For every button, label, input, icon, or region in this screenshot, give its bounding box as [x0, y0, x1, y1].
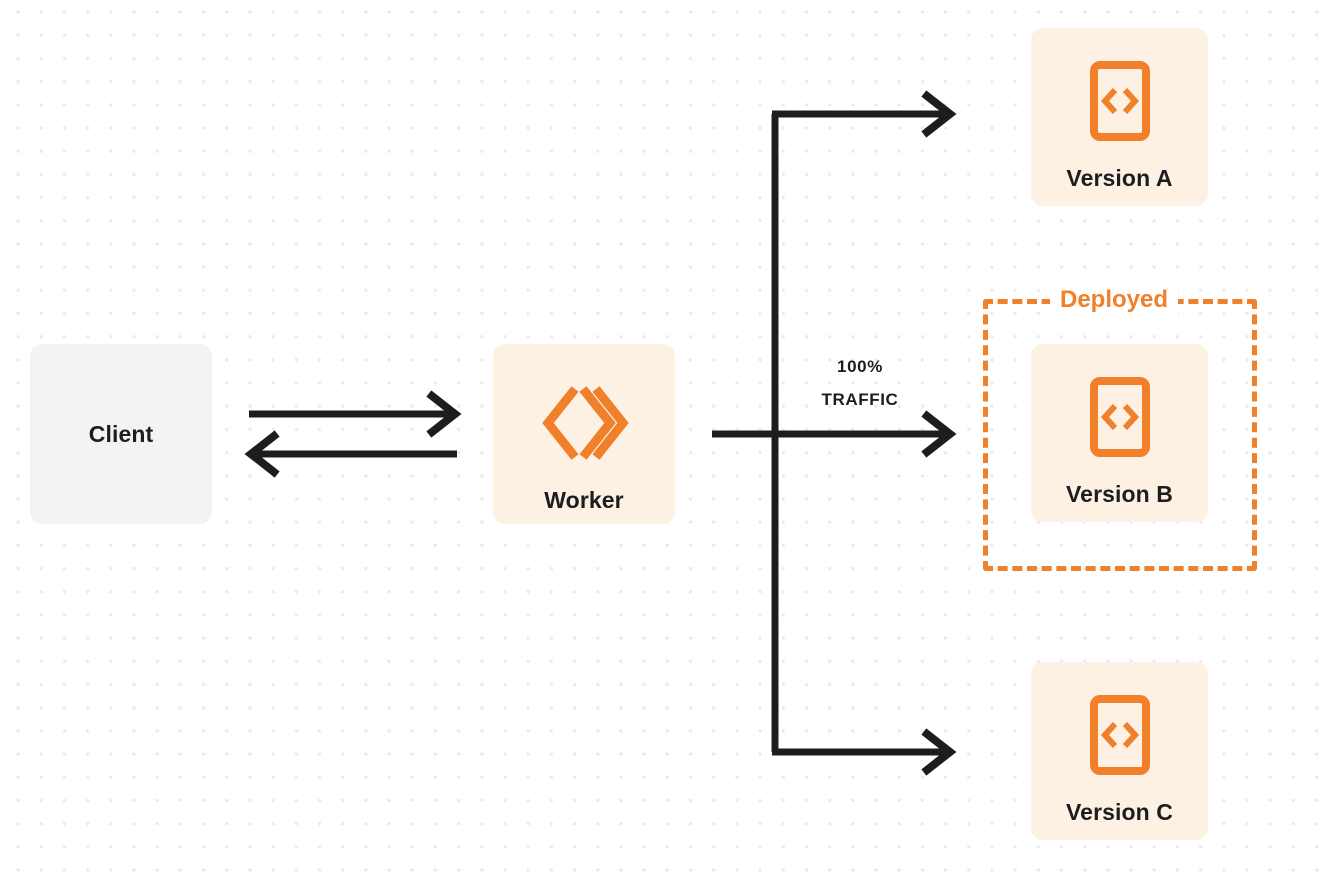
node-version-b[interactable]: Version B: [1031, 344, 1208, 522]
node-version-c-label: Version C: [1066, 799, 1173, 825]
edge-client-to-worker: [249, 390, 462, 438]
node-version-c[interactable]: Version C: [1031, 662, 1208, 840]
deployed-group-label: Deployed: [1050, 285, 1179, 315]
traffic-percent-caption: TRAFFIC: [821, 390, 899, 409]
node-client[interactable]: Client: [30, 344, 212, 524]
node-version-a[interactable]: Version A: [1031, 28, 1208, 206]
node-worker[interactable]: Worker: [493, 344, 675, 524]
code-brackets-icon: [1089, 694, 1151, 781]
code-brackets-icon: [1089, 376, 1151, 463]
edge-trunk-to-version-b: [772, 410, 957, 458]
cloudflare-workers-logo-icon: [538, 380, 630, 471]
edge-trunk-to-version-c: [772, 728, 957, 776]
edge-worker-to-client: [244, 430, 457, 478]
code-brackets-icon: [1089, 60, 1151, 147]
node-client-label: Client: [88, 420, 154, 447]
node-version-a-label: Version A: [1066, 165, 1173, 191]
traffic-percent-value: 100%: [837, 357, 883, 376]
edge-trunk-to-version-a: [772, 90, 957, 138]
traffic-percentage-label: 100% TRAFFIC: [795, 350, 925, 416]
node-worker-label: Worker: [544, 487, 624, 513]
node-version-b-label: Version B: [1066, 481, 1173, 507]
